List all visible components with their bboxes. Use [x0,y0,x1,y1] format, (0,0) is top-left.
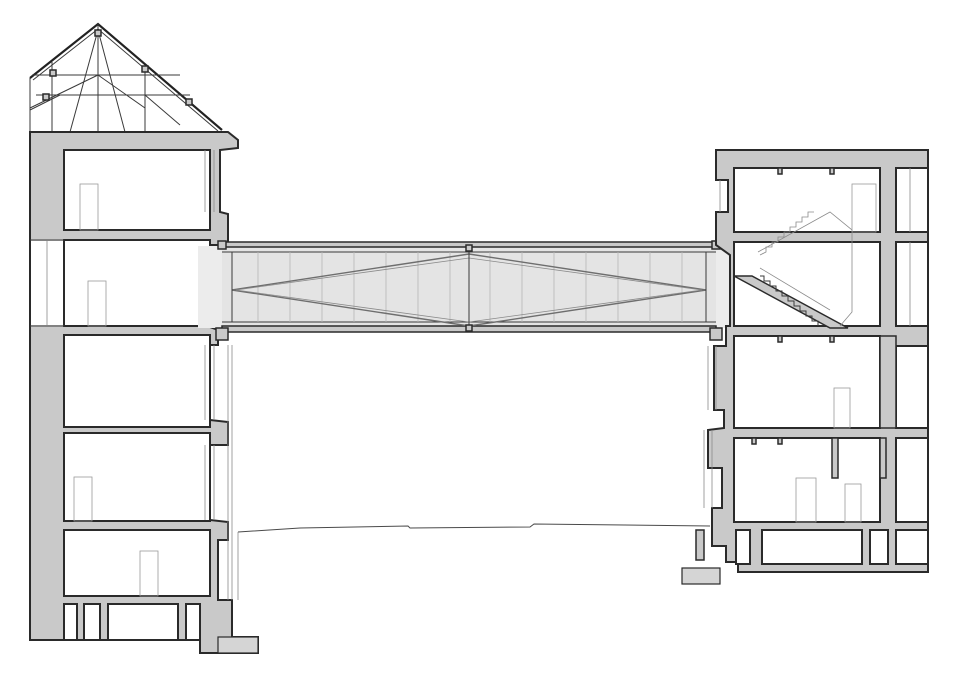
left-basement-cell-2 [83,603,101,641]
right-room-floor4-east [895,167,929,233]
right-door-floor1-a [795,477,817,523]
right-building [681,149,929,585]
right-room-floor2-east [895,345,929,429]
right-footing [681,567,721,585]
right-room-floor2 [733,335,881,429]
right-basement-cell-2 [761,529,863,565]
bridge-joint-right-bottom [709,327,723,341]
bridge-truss [231,244,707,332]
left-room-floor1 [63,529,211,597]
right-room-floor1 [733,437,881,523]
right-door-floor2 [833,387,851,429]
left-footing [217,636,259,654]
right-facade-windows [703,180,721,508]
left-roof [29,22,223,133]
right-basement-cell-3 [869,529,889,565]
right-basement-cell-1 [735,529,751,565]
right-room-floor1-east [895,437,929,523]
left-door-floor2 [73,476,93,522]
left-facade-windows [204,150,233,600]
bridge-joint-left-top [217,240,227,250]
left-room-floor3 [63,334,211,428]
left-door-floor1 [139,550,159,597]
left-basement-cell-1 [63,603,78,641]
left-room-floor4 [63,239,211,327]
bridge-joint-left-bottom [215,327,229,341]
bridge [198,240,730,341]
right-room-floor4 [733,167,881,233]
left-room-floor5 [63,149,211,231]
left-door-floor4 [87,280,107,327]
right-basement-cell-4 [895,529,929,565]
left-door-floor5 [79,183,99,231]
right-door-floor4 [851,183,877,233]
right-room-floor3-east [895,241,929,327]
right-door-floor1-b [844,483,862,523]
left-basement-cell-3 [107,603,179,641]
ground-line [237,523,711,533]
left-basement-cell-4 [185,603,201,641]
right-stair-hall [733,241,881,327]
